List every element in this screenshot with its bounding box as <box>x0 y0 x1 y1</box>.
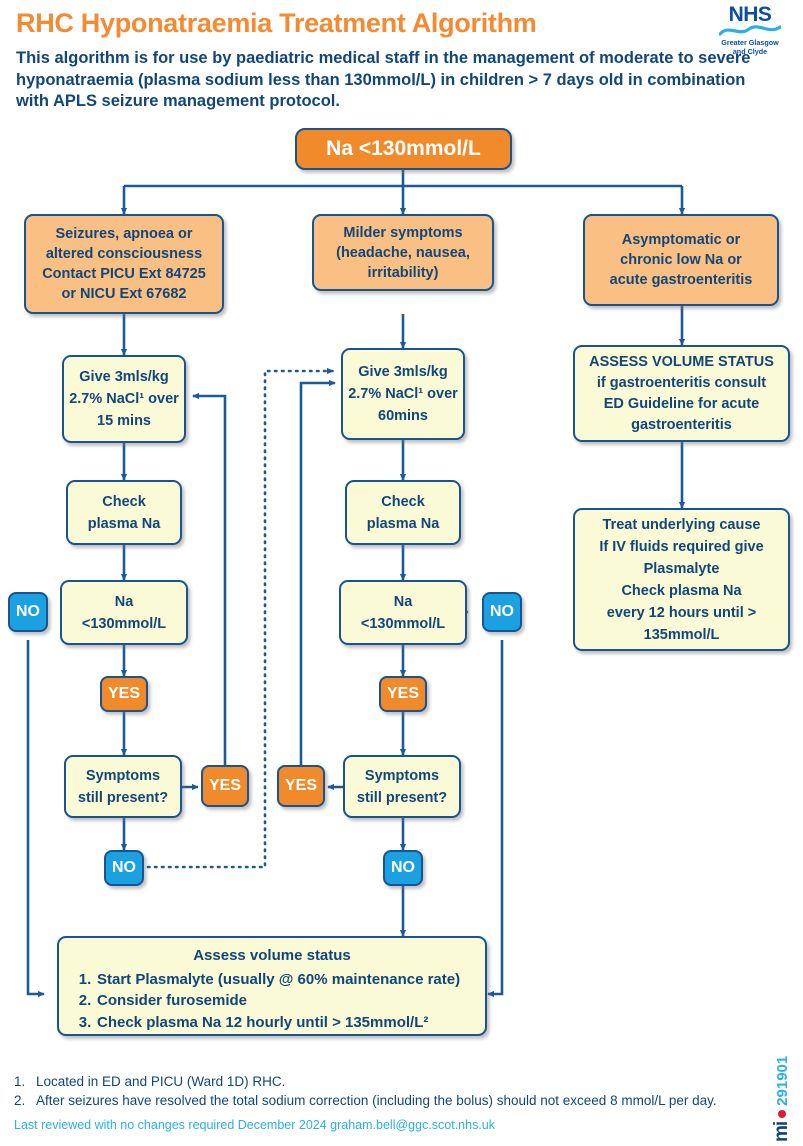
node-right-assess-volume-label: ASSESS VOLUME STATUS if gastroenteritis … <box>589 353 774 433</box>
node-start-label: Na <130mmol/L <box>326 137 481 160</box>
node-final-heading: Assess volume status <box>193 947 351 964</box>
node-left-na-decision-label: Na <130mmol/L <box>81 593 167 632</box>
intro-paragraph: This algorithm is for use by paediatric … <box>16 49 751 110</box>
badge-left-yes-loop-label: YES <box>208 777 241 794</box>
node-mid-give-bolus-label: Give 3mls/kg 2.7% NaCl¹ over 60mins <box>348 364 458 424</box>
node-mid-na-decision-label: Na <130mmol/L <box>360 593 446 632</box>
node-mid-check-plasma[interactable]: Check plasma Na <box>345 480 461 545</box>
badge-mid-no-symptoms[interactable]: NO <box>383 850 423 886</box>
badge-mid-no-na[interactable]: NO <box>482 592 522 632</box>
node-branch-seizures-label: Seizures, apnoea or altered consciousnes… <box>42 226 206 302</box>
node-mid-give-bolus[interactable]: Give 3mls/kg 2.7% NaCl¹ over 60mins <box>341 348 465 440</box>
badge-left-no-na-label: NO <box>16 603 40 620</box>
node-right-treat-cause[interactable]: Treat underlying cause If IV fluids requ… <box>573 508 790 651</box>
document-reference-prefix: mi <box>771 1121 792 1142</box>
badge-mid-no-na-label: NO <box>490 603 514 620</box>
node-mid-symptoms-decision-label: Symptoms still present? <box>356 767 448 806</box>
node-right-treat-cause-label: Treat underlying cause If IV fluids requ… <box>599 516 764 643</box>
badge-mid-no-symptoms-label: NO <box>391 859 415 876</box>
page-title: RHC Hyponatraemia Treatment Algorithm <box>16 8 537 38</box>
node-branch-asymptomatic-label: Asymptomatic or chronic low Na or acute … <box>609 232 753 288</box>
list-item: 2. Consider furosemide <box>78 992 248 1009</box>
node-left-give-bolus-label: Give 3mls/kg 2.7% NaCl¹ over 15 mins <box>69 369 179 429</box>
node-left-symptoms-decision-label: Symptoms still present? <box>77 767 169 806</box>
node-final-assess-volume[interactable]: Assess volume status 1. Start Plasmalyte… <box>57 936 487 1036</box>
nhs-logo-subtitle-2: and Clyde <box>732 47 768 57</box>
badge-left-yes-loop[interactable]: YES <box>201 765 249 807</box>
nhs-logo-wordmark: NHS <box>728 3 772 26</box>
node-left-symptoms-decision[interactable]: Symptoms still present? <box>64 755 182 818</box>
footnotes: 1. Located in ED and PICU (Ward 1D) RHC.… <box>14 1072 774 1110</box>
node-start[interactable]: Na <130mmol/L <box>295 128 512 170</box>
nhs-logo-subtitle-1: Greater Glasgow <box>721 38 779 47</box>
node-right-assess-volume[interactable]: ASSESS VOLUME STATUS if gastroenteritis … <box>573 345 790 442</box>
nhs-swoosh-icon <box>719 25 781 36</box>
node-mid-check-plasma-label: Check plasma Na <box>366 493 440 532</box>
review-line: Last reviewed with no changes required D… <box>14 1118 496 1132</box>
node-mid-symptoms-decision[interactable]: Symptoms still present? <box>343 755 461 818</box>
document-reference-number: 291901 <box>773 1055 791 1106</box>
badge-mid-yes-loop[interactable]: YES <box>277 765 325 807</box>
node-branch-seizures[interactable]: Seizures, apnoea or altered consciousnes… <box>24 214 224 314</box>
node-branch-milder-label: Milder symptoms (headache, nausea, irrit… <box>336 224 470 281</box>
badge-left-no-symptoms[interactable]: NO <box>104 850 144 886</box>
node-left-check-plasma-label: Check plasma Na <box>87 493 161 532</box>
list-item: 1. Start Plasmalyte (usually @ 60% maint… <box>78 970 461 988</box>
footnote-1: 1. Located in ED and PICU (Ward 1D) RHC. <box>14 1074 286 1089</box>
badge-mid-yes-na[interactable]: YES <box>379 676 427 712</box>
node-mid-na-decision[interactable]: Na <130mmol/L <box>339 580 467 645</box>
document-reference-code: mi 291901 <box>763 1012 801 1142</box>
node-final-list: 1. Start Plasmalyte (usually @ 60% maint… <box>73 969 460 1034</box>
node-branch-milder[interactable]: Milder symptoms (headache, nausea, irrit… <box>312 214 494 291</box>
node-left-na-decision[interactable]: Na <130mmol/L <box>60 580 188 645</box>
badge-mid-yes-na-label: YES <box>386 685 419 702</box>
badge-left-yes-na-label: YES <box>107 685 140 702</box>
list-item: 3. Check plasma Na 12 hourly until > 135… <box>78 1013 429 1031</box>
red-dot-icon <box>778 1109 786 1118</box>
badge-left-yes-na[interactable]: YES <box>100 676 148 712</box>
badge-left-no-symptoms-label: NO <box>112 859 136 876</box>
badge-left-no-na[interactable]: NO <box>8 592 48 632</box>
footnote-2: 2. After seizures have resolved the tota… <box>14 1093 717 1108</box>
node-branch-asymptomatic[interactable]: Asymptomatic or chronic low Na or acute … <box>583 214 779 306</box>
node-left-check-plasma[interactable]: Check plasma Na <box>66 480 182 545</box>
nhs-logo: NHS Greater Glasgow and Clyde <box>711 3 789 56</box>
node-left-give-bolus[interactable]: Give 3mls/kg 2.7% NaCl¹ over 15 mins <box>62 355 186 443</box>
badge-mid-yes-loop-label: YES <box>284 777 317 794</box>
